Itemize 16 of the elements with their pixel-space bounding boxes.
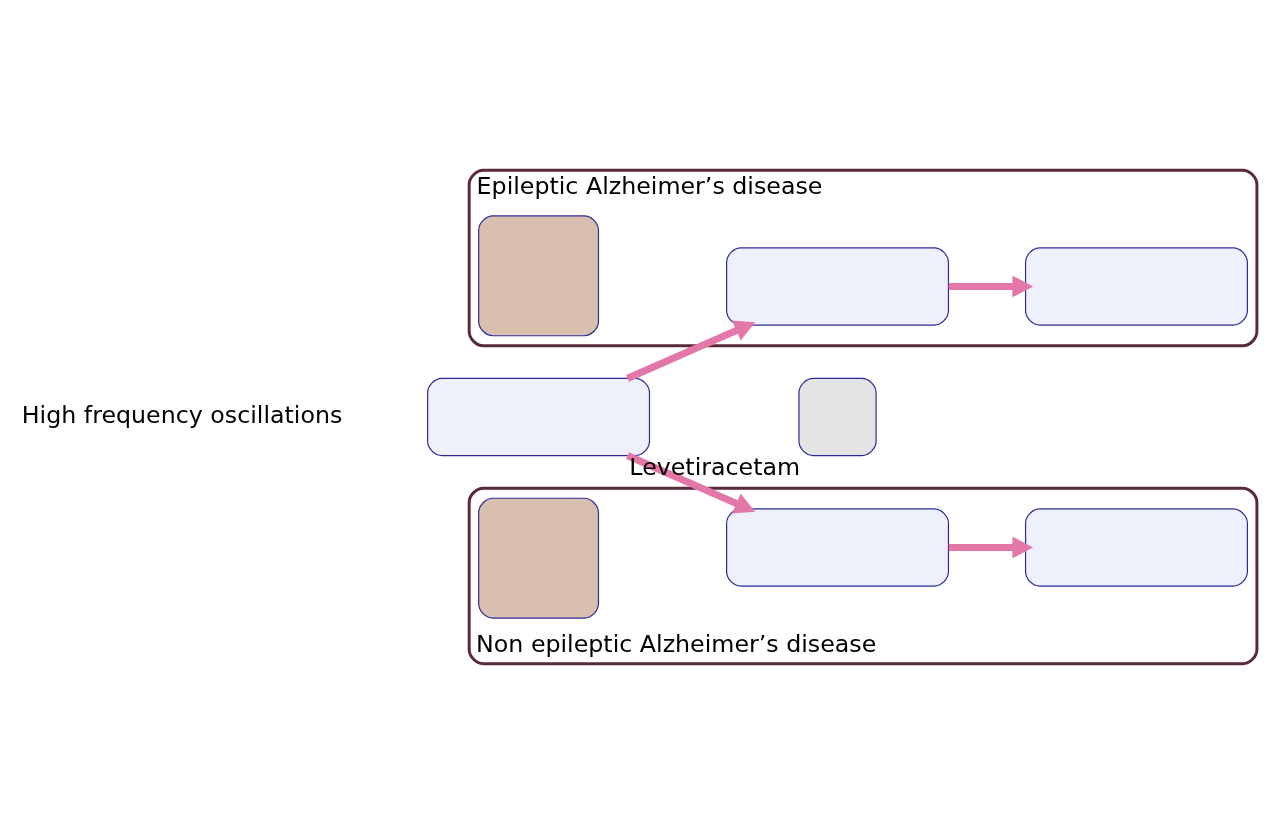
node-box (726, 508, 950, 587)
node-box (427, 377, 651, 457)
node-box (1024, 247, 1248, 326)
arrow (626, 452, 756, 514)
cluster: Epileptic Alzheimer’s disease (467, 168, 1259, 348)
node-box (478, 497, 600, 619)
node-box (726, 247, 950, 326)
arrow (626, 320, 756, 382)
arrow (948, 275, 1034, 298)
node-label: High frequency oscillations (21, 400, 343, 429)
node-box (798, 377, 877, 457)
node-box (478, 215, 600, 337)
arrow (948, 536, 1034, 559)
node-label: Levetiracetam (629, 452, 801, 481)
node-box (1024, 508, 1248, 587)
cluster: Non epileptic Alzheimer’s disease (467, 486, 1259, 666)
